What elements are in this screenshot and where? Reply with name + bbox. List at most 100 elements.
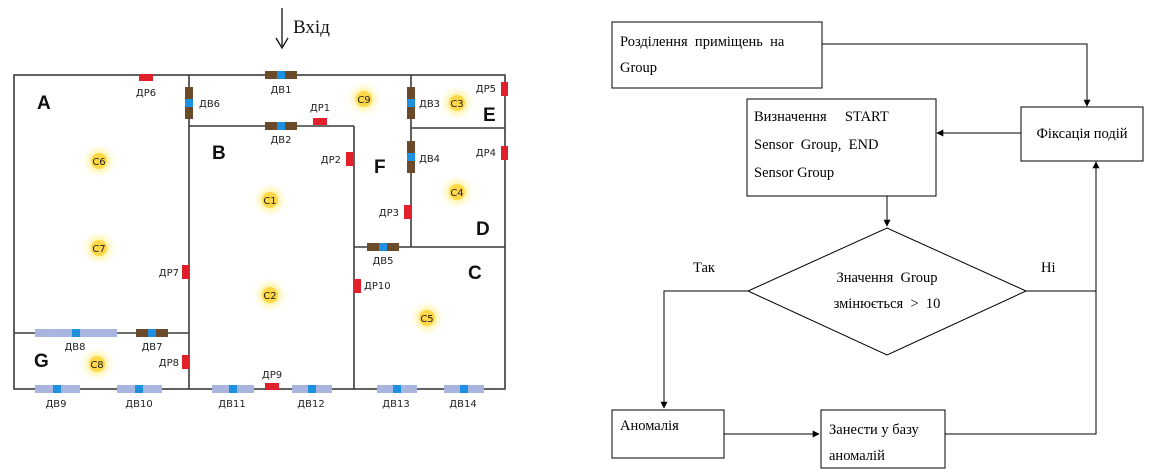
room-labels: A B C D E F G <box>34 93 496 372</box>
connectors <box>660 43 1100 438</box>
svg-text:Визначення START: Визначення START <box>754 109 889 125</box>
door-dv5: ДВ5 <box>367 243 399 267</box>
svg-text:Аномалія: Аномалія <box>620 418 679 434</box>
svg-text:ДР2: ДР2 <box>321 155 341 166</box>
door-dv13: ДВ13 <box>377 385 417 410</box>
light-c3: C3 <box>438 84 476 122</box>
flowchart: Розділення приміщень на Group Визначення… <box>611 21 1144 469</box>
svg-text:ДВ7: ДВ7 <box>141 342 162 353</box>
svg-text:ДР4: ДР4 <box>476 148 496 159</box>
sensor-dr6: ДР6 <box>136 74 156 99</box>
svg-text:Значення Group: Значення Group <box>836 270 937 286</box>
box-fix-events: Фіксація подій <box>1020 106 1144 162</box>
door-dv3: ДВ3 <box>407 87 440 119</box>
svg-text:аномалій: аномалій <box>829 448 885 464</box>
svg-text:ДВ13: ДВ13 <box>382 399 409 410</box>
svg-text:ДВ3: ДВ3 <box>419 99 440 110</box>
entrance-label: Вхід <box>293 17 330 38</box>
svg-text:ДВ12: ДВ12 <box>297 399 324 410</box>
decision-group-change: Значення Group змінюється > 10 <box>746 227 1028 356</box>
lights: C1 C2 C3 C4 C5 C6 C7 C8 C9 <box>78 80 476 383</box>
room-a-label: A <box>37 93 51 114</box>
svg-text:ДВ5: ДВ5 <box>372 256 393 267</box>
room-e-label: E <box>483 105 496 126</box>
sensor-dr8: ДР8 <box>159 355 189 369</box>
floor-plan: Вхід C1 C2 C3 C4 C5 C6 C7 C8 C9 A <box>13 8 508 410</box>
door-dv11: ДВ11 <box>212 385 254 410</box>
svg-text:C1: C1 <box>263 196 276 207</box>
box-define-groups: Визначення START Sensor Group, END Senso… <box>746 98 937 197</box>
sensor-dr3: ДР3 <box>379 205 411 219</box>
door-dv1: ДВ1 <box>265 71 297 96</box>
box-anomaly: Аномалія <box>611 409 725 459</box>
svg-text:Sensor Group: Sensor Group <box>754 165 834 181</box>
sensor-dr5: ДР5 <box>476 82 508 96</box>
door-dv12: ДВ12 <box>292 385 332 410</box>
box-split-rooms: Розділення приміщень на Group <box>611 21 823 89</box>
svg-text:Розділення приміщень на: Розділення приміщень на <box>620 34 785 50</box>
light-c4: C4 <box>438 173 476 211</box>
svg-text:змінюється > 10: змінюється > 10 <box>834 296 941 312</box>
svg-text:ДР1: ДР1 <box>310 103 330 114</box>
light-c9: C9 <box>345 80 383 118</box>
svg-text:ДР6: ДР6 <box>136 88 156 99</box>
svg-text:Занести у базу: Занести у базу <box>829 422 920 438</box>
edge-yes-to-anomaly <box>660 290 748 409</box>
room-b-label: B <box>212 143 226 164</box>
svg-text:ДВ8: ДВ8 <box>64 342 85 353</box>
door-dv4: ДВ4 <box>407 141 440 173</box>
svg-text:C8: C8 <box>90 360 103 371</box>
svg-text:Фіксація подій: Фіксація подій <box>1036 126 1127 142</box>
svg-text:C7: C7 <box>92 244 105 255</box>
svg-text:ДР3: ДР3 <box>379 208 399 219</box>
room-c-label: C <box>468 263 482 284</box>
light-c2: C2 <box>251 276 289 314</box>
light-c1: C1 <box>251 181 289 219</box>
svg-text:ДВ6: ДВ6 <box>199 99 220 110</box>
label-yes: Так <box>693 260 716 276</box>
edge-db-to-fix <box>945 291 1097 435</box>
svg-text:ДВ10: ДВ10 <box>125 399 152 410</box>
door-dv7: ДВ7 <box>136 329 168 353</box>
door-dv2: ДВ2 <box>265 122 297 146</box>
room-f-label: F <box>374 157 386 178</box>
light-c8: C8 <box>78 345 116 383</box>
sensor-dr2: ДР2 <box>321 152 353 166</box>
svg-text:C6: C6 <box>92 157 105 168</box>
edge-no-to-fix <box>1026 161 1100 292</box>
svg-text:C3: C3 <box>450 99 463 110</box>
sensor-dr4: ДР4 <box>476 146 508 160</box>
svg-text:ДВ4: ДВ4 <box>419 154 440 165</box>
svg-text:C4: C4 <box>450 188 463 199</box>
svg-text:ДР10: ДР10 <box>364 281 391 292</box>
box-anomaly-db: Занести у базу аномалій <box>820 409 946 469</box>
entrance: Вхід <box>275 8 330 50</box>
room-d-label: D <box>476 219 490 240</box>
svg-text:ДВ2: ДВ2 <box>270 135 291 146</box>
svg-text:ДВ11: ДВ11 <box>218 399 245 410</box>
room-g-label: G <box>34 351 49 372</box>
svg-text:ДВ9: ДВ9 <box>45 399 66 410</box>
door-dv6: ДВ6 <box>185 87 220 119</box>
svg-text:ДР9: ДР9 <box>262 370 282 381</box>
label-no: Ні <box>1041 260 1056 276</box>
light-c5: C5 <box>408 299 446 337</box>
svg-text:ДР8: ДР8 <box>159 358 179 369</box>
svg-text:ДВ1: ДВ1 <box>270 85 291 96</box>
door-dv9: ДВ9 <box>35 385 80 410</box>
svg-text:Sensor Group, END: Sensor Group, END <box>754 137 878 153</box>
svg-text:ДР5: ДР5 <box>476 84 496 95</box>
svg-text:C2: C2 <box>263 291 276 302</box>
edge-split-to-fix <box>822 43 1091 107</box>
entrance-arrow-icon <box>275 37 289 50</box>
motion-sensors: ДР1 ДР2 ДР3 ДР4 ДР5 ДР6 ДР7 ДР8 ДР9 ДР10 <box>136 74 508 390</box>
sensor-dr7: ДР7 <box>159 265 189 279</box>
door-dv8: ДВ8 <box>35 329 117 353</box>
svg-text:Group: Group <box>620 60 657 76</box>
door-dv14: ДВ14 <box>444 385 484 410</box>
outer-wall <box>13 74 506 390</box>
svg-text:ДВ14: ДВ14 <box>449 399 476 410</box>
light-c7: C7 <box>80 229 118 267</box>
walls <box>13 74 506 390</box>
